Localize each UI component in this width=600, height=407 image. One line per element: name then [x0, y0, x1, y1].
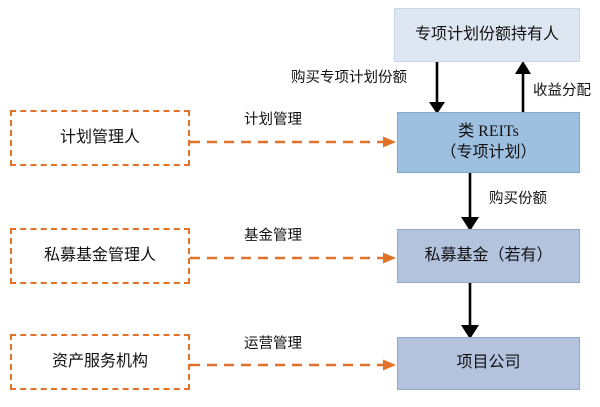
edge-label-plan-management: 计划管理: [244, 112, 302, 128]
node-pe-fund-manager[interactable]: 私募基金管理人: [10, 228, 190, 284]
edge-label-buy-plan-share: 购买专项计划份额: [291, 70, 407, 86]
edge-fund-to-project: [461, 283, 479, 339]
node-quasi-reits-label-line1: 类 REITs: [458, 123, 519, 141]
node-plan-share-holder-label: 专项计划份额持有人: [414, 25, 559, 43]
node-quasi-reits[interactable]: 类 REITs （专项计划）: [397, 112, 580, 173]
edge-buy-share: [461, 173, 479, 231]
node-private-fund-label: 私募基金（若有）: [424, 246, 553, 264]
edge-income-dist: [515, 61, 531, 112]
edge-label-income-dist: 收益分配: [533, 83, 591, 99]
edge-buy-plan-share: [429, 62, 445, 114]
edge-label-fund-management: 基金管理: [244, 228, 302, 244]
node-quasi-reits-label-line2: （专项计划）: [440, 143, 537, 161]
node-project-company[interactable]: 项目公司: [397, 337, 580, 390]
edge-label-buy-share: 购买份额: [489, 191, 547, 207]
node-asset-service-institution[interactable]: 资产服务机构: [10, 334, 190, 390]
node-plan-manager[interactable]: 计划管理人: [10, 110, 190, 166]
node-project-company-label: 项目公司: [456, 354, 521, 372]
node-pe-fund-manager-label: 私募基金管理人: [43, 246, 156, 264]
node-plan-manager-label: 计划管理人: [59, 128, 140, 146]
edge-label-ops-management: 运营管理: [244, 336, 302, 352]
node-asset-service-institution-label: 资产服务机构: [51, 352, 148, 370]
node-private-fund[interactable]: 私募基金（若有）: [397, 229, 580, 283]
node-plan-share-holder[interactable]: 专项计划份额持有人: [394, 8, 580, 62]
